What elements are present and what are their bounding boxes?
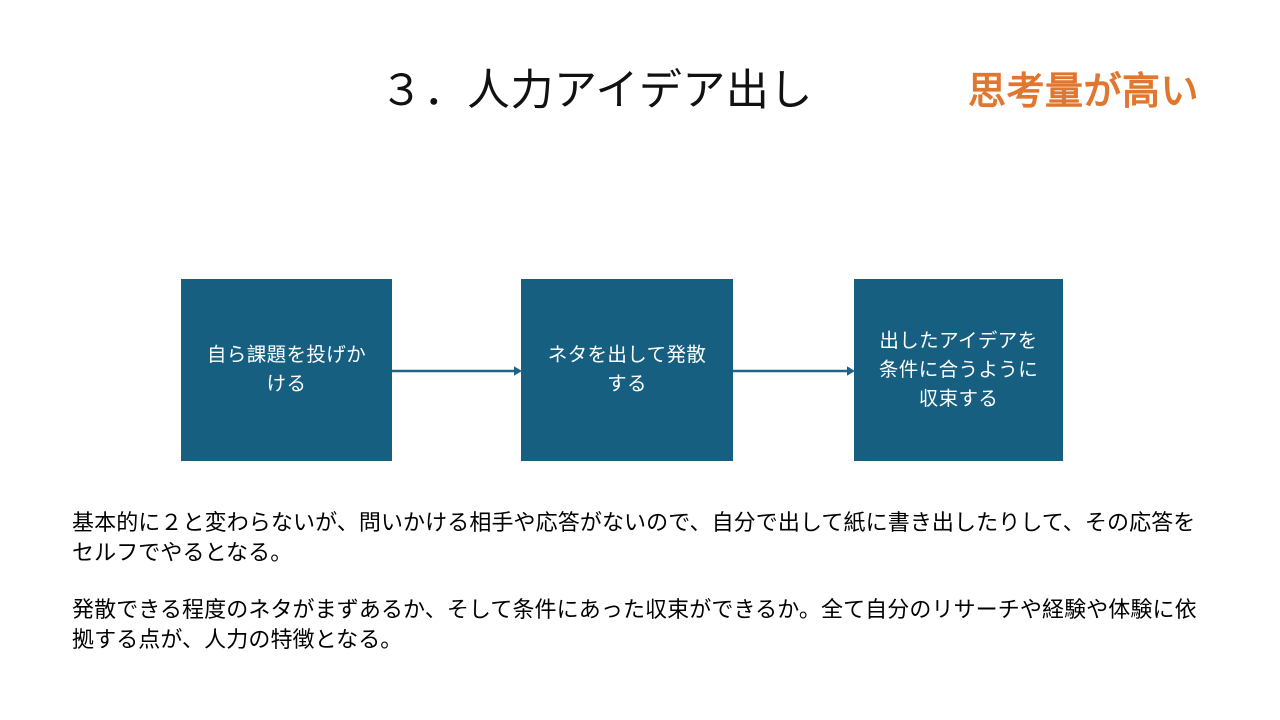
page-title: ３．人力アイデア出し — [380, 67, 813, 115]
body-paragraph-2: 発散できる程度のネタがまずあるか、そして条件にあった収束ができるか。全て自分のリ… — [72, 597, 1197, 652]
body-copy: 基本的に２と変わらないが、問いかける相手や応答がないので、自分で出して紙に書き出… — [72, 508, 1212, 654]
flow-step-1[interactable]: 自ら課題を投げかける — [181, 279, 392, 461]
flow-step-2[interactable]: ネタを出して発散する — [521, 279, 733, 461]
flow-step-1-label: 自ら課題を投げかける — [206, 344, 367, 395]
flow-step-2-label: ネタを出して発散する — [547, 344, 707, 395]
arrow-right-icon — [392, 366, 522, 376]
body-paragraph-1: 基本的に２と変わらないが、問いかける相手や応答がないので、自分で出して紙に書き出… — [72, 510, 1196, 565]
flow-connector-1 — [392, 364, 522, 378]
callout-highlight-text: 思考量が高い — [968, 71, 1200, 113]
flow-step-3[interactable]: 出したアイデアを条件に合うように収束する — [854, 279, 1063, 461]
arrow-right-icon — [733, 366, 855, 376]
flow-step-3-label: 出したアイデアを条件に合うように収束する — [878, 329, 1039, 410]
flow-connector-2 — [733, 364, 855, 378]
